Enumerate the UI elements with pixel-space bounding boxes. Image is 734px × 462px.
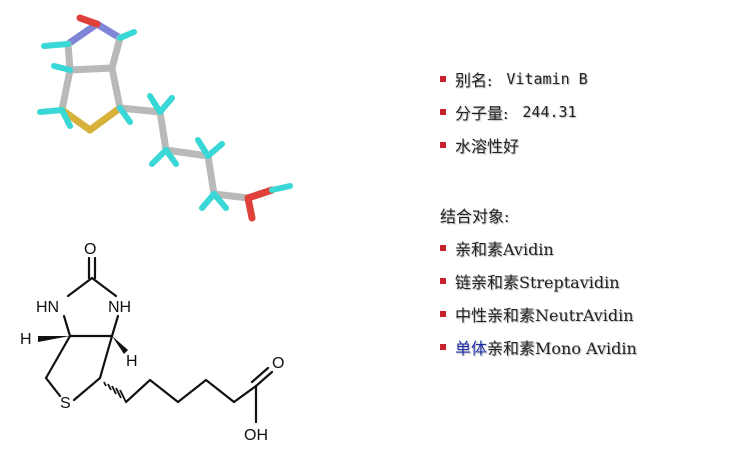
atom-label-s: S bbox=[60, 395, 71, 412]
bullet-icon bbox=[440, 343, 446, 350]
atom-label-oh: OH bbox=[244, 427, 268, 444]
property-label: 水溶性好 bbox=[455, 136, 520, 156]
atom-label-o-acid: O bbox=[272, 355, 284, 372]
atom-label-nh: NH bbox=[108, 299, 131, 316]
binding-heading-text: 结合对象: bbox=[440, 206, 510, 226]
property-value: Vitamin B bbox=[506, 69, 588, 88]
binding-item-streptavidin: 链亲和素Streptavidin bbox=[440, 264, 730, 297]
binding-item-text: 链亲和素Streptavidin bbox=[455, 272, 620, 292]
property-label: 分子量: bbox=[455, 103, 509, 123]
bullet-icon bbox=[440, 310, 446, 317]
biotin-2d-structure: O HN NH H H S O OH bbox=[20, 241, 284, 444]
binding-item-text: 亲和素Mono Avidin bbox=[487, 338, 637, 358]
atom-label-h-left: H bbox=[20, 331, 32, 348]
binding-heading: 结合对象: bbox=[440, 198, 730, 231]
bullet-icon bbox=[440, 108, 446, 115]
property-value: 244.31 bbox=[522, 102, 577, 121]
property-alias: 别名: Vitamin B bbox=[440, 62, 730, 95]
property-molecular-weight: 分子量: 244.31 bbox=[440, 95, 730, 128]
binding-item-neutravidin: 中性亲和素NeutrAvidin bbox=[440, 297, 730, 330]
property-label: 别名: bbox=[455, 70, 493, 90]
biotin-3d-stick-model bbox=[37, 14, 293, 222]
bullet-icon bbox=[440, 244, 446, 251]
bullet-icon bbox=[440, 75, 446, 82]
atom-label-o-carbonyl: O bbox=[84, 241, 96, 258]
properties-panel: 别名: Vitamin B 分子量: 244.31 水溶性好 结合对象: 亲和素… bbox=[440, 62, 730, 363]
binding-item-text: 亲和素Avidin bbox=[455, 239, 554, 259]
property-solubility: 水溶性好 bbox=[440, 128, 730, 161]
atom-label-h-right: H bbox=[126, 353, 138, 370]
atom-label-hn: HN bbox=[36, 299, 59, 316]
bullet-icon bbox=[440, 141, 446, 148]
binding-item-avidin: 亲和素Avidin bbox=[440, 231, 730, 264]
binding-item-prefix: 单体 bbox=[455, 338, 488, 358]
binding-item-text: 中性亲和素NeutrAvidin bbox=[455, 305, 634, 325]
bullet-icon bbox=[440, 277, 446, 284]
binding-item-mono-avidin: 单体 亲和素Mono Avidin bbox=[440, 330, 730, 363]
